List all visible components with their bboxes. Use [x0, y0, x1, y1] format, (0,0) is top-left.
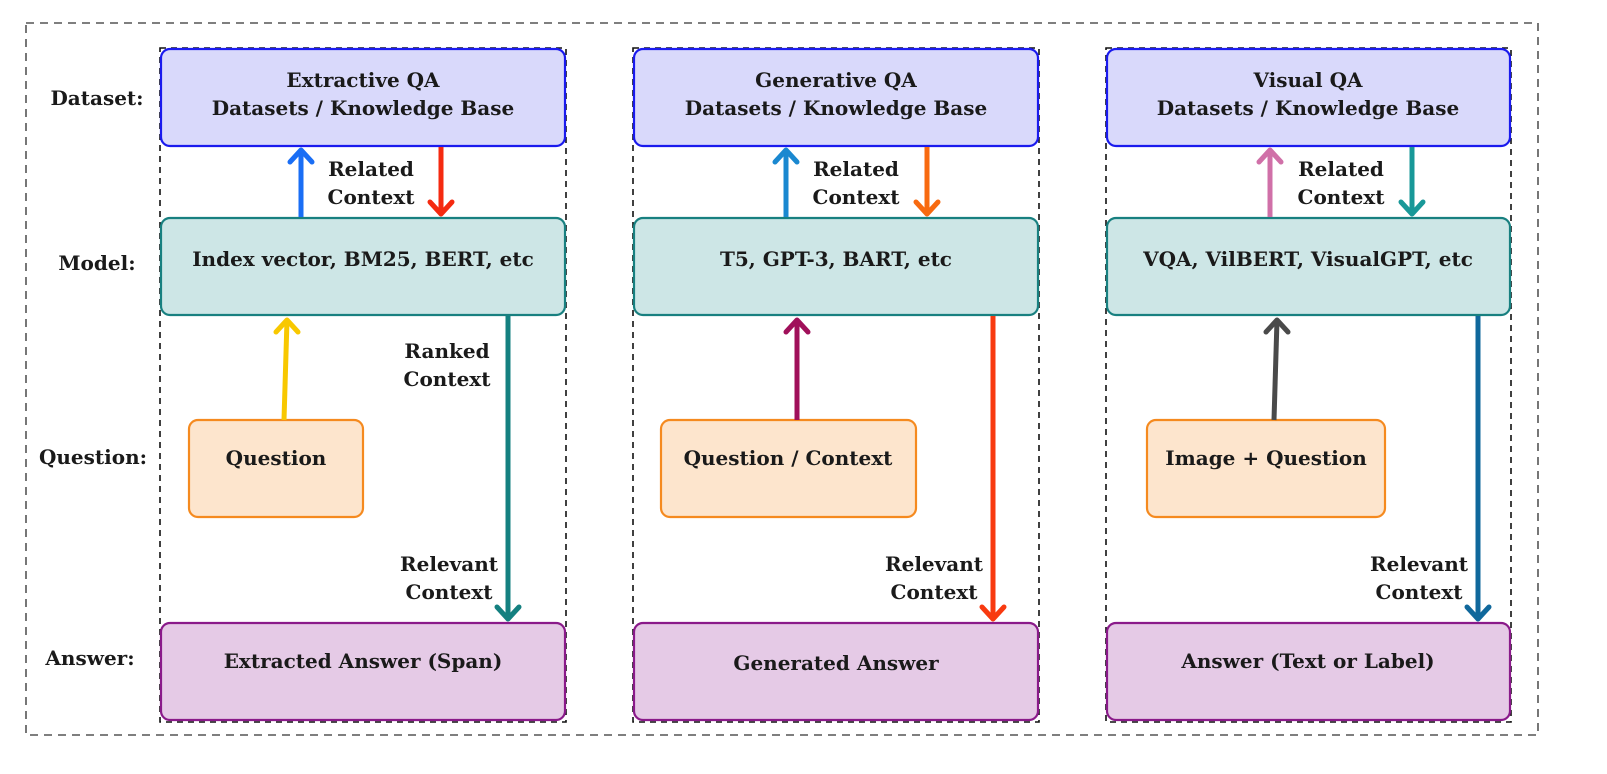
dataset-box: [632, 47, 1040, 148]
dataset-title: Extractive QA: [286, 68, 440, 92]
model-box: [632, 216, 1040, 317]
answer-box: [632, 621, 1040, 722]
column-frame: [159, 47, 567, 723]
question-text: Question / Context: [684, 446, 894, 470]
relevant-label-line2: Context: [406, 580, 494, 604]
ranked-label-line1: Ranked: [404, 339, 489, 363]
question-to-model-arrow: [273, 317, 301, 421]
relevant-label-line1: Relevant: [1370, 552, 1469, 576]
dataset-subtitle: Datasets / Knowledge Base: [685, 96, 988, 120]
column-frame: [632, 47, 1040, 723]
question-text: Image + Question: [1165, 446, 1367, 470]
ranked-label-line2: Context: [404, 367, 492, 391]
dataset-box: [159, 47, 567, 148]
related-label-line1: Related: [328, 157, 414, 181]
answer-box: [159, 621, 567, 722]
dataset-title: Visual QA: [1252, 68, 1363, 92]
answer-box: [1105, 621, 1512, 722]
related-label-line2: Context: [328, 185, 416, 209]
question-text: Question: [226, 446, 327, 470]
column-extractive: Extractive QA Datasets / Knowledge Base …: [159, 47, 567, 723]
relevant-label-line2: Context: [1376, 580, 1464, 604]
dataset-subtitle: Datasets / Knowledge Base: [212, 96, 515, 120]
dataset-box: [1105, 47, 1512, 148]
model-to-answer-arrow: [1464, 316, 1492, 622]
answer-text: Extracted Answer (Span): [224, 649, 503, 673]
model-to-answer-arrow: [494, 316, 522, 622]
related-context-down-arrow: [1398, 147, 1426, 217]
related-context-up-arrow: [1256, 147, 1284, 217]
row-label-answer: Answer:: [44, 646, 134, 670]
question-box: [659, 418, 918, 519]
model-text: Index vector, BM25, BERT, etc: [192, 247, 534, 271]
model-text: VQA, VilBERT, VisualGPT, etc: [1142, 247, 1473, 271]
outer-frame: [25, 22, 1539, 736]
related-context-up-arrow: [772, 147, 800, 217]
dataset-title: Generative QA: [755, 68, 917, 92]
relevant-label-line1: Relevant: [400, 552, 499, 576]
row-label-dataset: Dataset:: [50, 86, 143, 110]
row-label-question: Question:: [39, 445, 147, 469]
column-generative: Generative QA Datasets / Knowledge Base …: [632, 47, 1040, 723]
related-context-down-arrow: [913, 147, 941, 217]
question-box: [187, 418, 365, 519]
dataset-subtitle: Datasets / Knowledge Base: [1157, 96, 1460, 120]
column-frame: [1105, 47, 1512, 723]
column-visual: Visual QA Datasets / Knowledge Base VQA,…: [1105, 47, 1512, 723]
answer-text: Generated Answer: [733, 651, 939, 675]
related-label-line2: Context: [813, 185, 901, 209]
row-label-model: Model:: [58, 251, 135, 275]
related-label-line2: Context: [1298, 185, 1386, 209]
related-context-up-arrow: [287, 147, 315, 217]
answer-text: Answer (Text or Label): [1180, 649, 1434, 673]
model-to-answer-arrow: [979, 316, 1007, 622]
model-box: [1105, 216, 1512, 317]
question-box: [1145, 418, 1387, 519]
model-text: T5, GPT-3, BART, etc: [720, 247, 952, 271]
model-box: [159, 216, 567, 317]
related-context-down-arrow: [427, 147, 455, 217]
relevant-label-line1: Relevant: [885, 552, 984, 576]
related-label-line1: Related: [813, 157, 899, 181]
question-to-model-arrow: [1263, 317, 1291, 421]
question-to-model-arrow: [783, 317, 811, 420]
relevant-label-line2: Context: [891, 580, 979, 604]
related-label-line1: Related: [1298, 157, 1384, 181]
